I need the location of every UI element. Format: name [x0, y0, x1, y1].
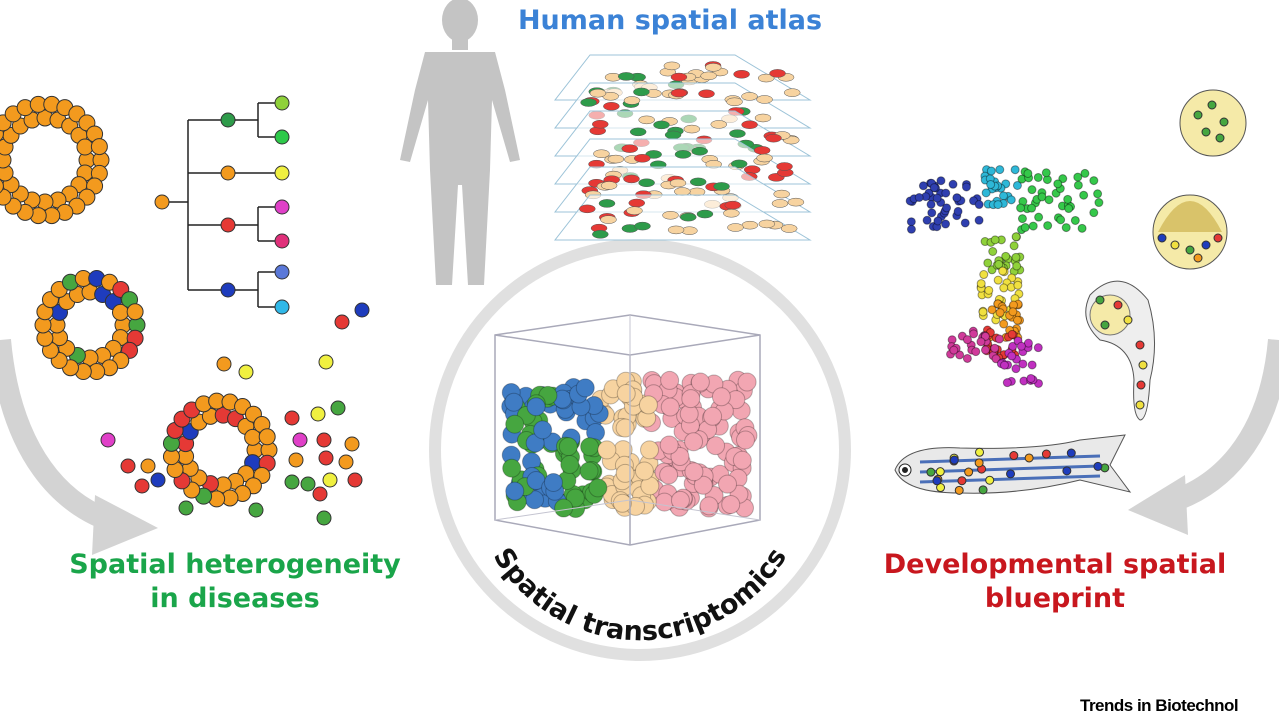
dev-title-line1: Developmental spatial	[883, 549, 1227, 580]
disease-title-line2: in diseases	[150, 582, 320, 614]
left-arrowhead	[92, 495, 158, 555]
scattered-cells	[100, 302, 370, 526]
human-silhouette-icon	[400, 0, 520, 285]
developmental-title: Developmental spatial blueprint	[850, 548, 1260, 616]
disease-title: Spatial heterogeneity in diseases	[30, 548, 440, 616]
tumor-rings	[0, 95, 278, 508]
dev-title-line2: blueprint	[984, 582, 1126, 614]
journal-name: Trends in Biotechnol	[1080, 696, 1239, 715]
transcriptomics-cube-icon	[494, 314, 761, 546]
lineage-tree-icon	[154, 95, 290, 315]
right-arrowhead	[1128, 475, 1188, 535]
disease-title-line1: Spatial heterogeneity	[69, 549, 401, 580]
developmental-umap	[905, 165, 1104, 388]
atlas-layers	[553, 54, 812, 241]
embryo-icon	[1085, 89, 1247, 421]
central-ring	[429, 239, 851, 661]
zebrafish-icon	[894, 434, 1132, 495]
human-atlas-title: Human spatial atlas	[517, 5, 823, 36]
